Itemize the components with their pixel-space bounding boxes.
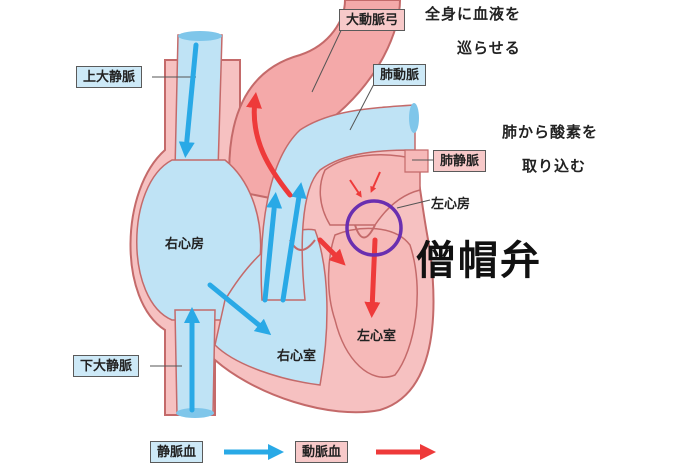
- label-left-atrium: 左心房: [431, 197, 471, 212]
- superior-vena-cava-shape: [174, 34, 223, 171]
- inferior-vena-cava-shape: [174, 309, 216, 416]
- label-inferior-vena-cava: 下大静脈: [73, 355, 140, 377]
- mitral-leaflet: [354, 224, 376, 239]
- label-pulmonary-vein: 肺静脈: [433, 150, 487, 172]
- note-lung-line2: 取り込む: [522, 157, 587, 175]
- ivc-opening: [176, 408, 214, 418]
- note-lung-line1: 肺から酸素を: [502, 123, 599, 141]
- left-atrium-shape: [319, 154, 421, 226]
- svc-opening: [178, 31, 222, 41]
- legend-arterial-label: 動脈血: [295, 441, 349, 463]
- legend-venous-label: 静脈血: [150, 441, 204, 463]
- note-systemic-line2: 巡らせる: [457, 39, 521, 57]
- label-left-ventricle: 左心室: [357, 329, 397, 344]
- label-pulmonary-artery: 肺動脈: [373, 64, 427, 86]
- pulmonary-artery-opening: [409, 103, 419, 133]
- label-right-ventricle: 右心室: [277, 349, 317, 364]
- label-mitral-valve: 僧帽弁: [416, 238, 542, 284]
- mitral-valve-highlight-circle: [345, 199, 403, 257]
- pulmonary-return-arrows: [349, 171, 381, 198]
- arterial-flow-arrows: [246, 92, 381, 318]
- pulmonary-vein-shape: [404, 149, 429, 173]
- label-superior-vena-cava: 上大静脈: [76, 66, 143, 88]
- leader-lines: [150, 21, 433, 367]
- label-right-atrium: 右心房: [165, 237, 205, 252]
- label-aortic-arch: 大動脈弓: [339, 9, 406, 31]
- venous-flow-arrows: [178, 42, 307, 413]
- note-systemic-line1: 全身に血液を: [425, 5, 522, 23]
